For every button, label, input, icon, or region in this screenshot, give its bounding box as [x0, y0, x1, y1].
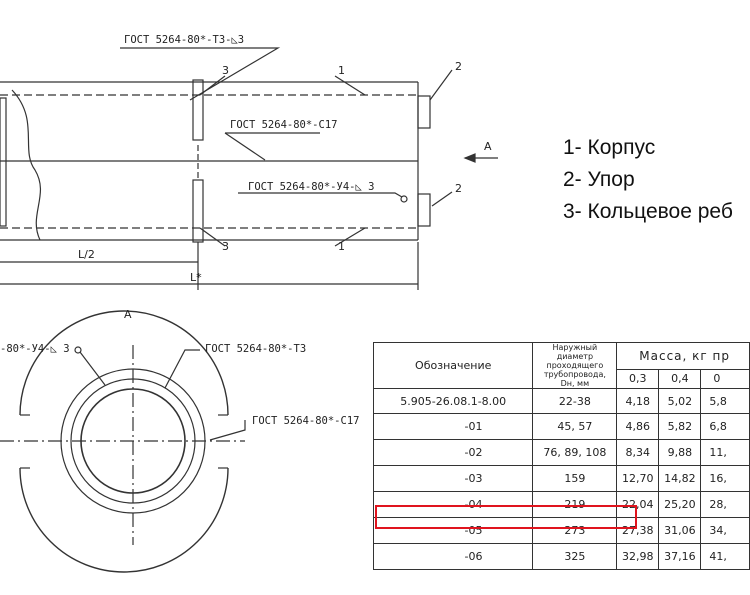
subheader-1: 0,3	[616, 368, 660, 390]
legend-item-body: 1- Корпус	[563, 136, 656, 159]
rib-bottom	[192, 179, 204, 243]
dim-half-label: L/2	[78, 248, 95, 261]
dim-full-label: L*	[190, 271, 202, 284]
spec-table: Обозначение Наружный диаметр проходящего…	[372, 342, 750, 570]
weld-label-mid: ГОСТ 5264-80*-С17	[230, 119, 337, 131]
arrow-a-label: A	[484, 140, 492, 153]
highlight-box	[375, 505, 637, 529]
break-line	[11, 89, 42, 241]
section-outer-bottom	[19, 467, 229, 573]
parts-legend: 1- Корпус 2- Упор 3- Кольцевое реб	[563, 132, 733, 228]
view-a-label: A	[124, 308, 132, 321]
table-row: -03 159 12,70 14,82 16,	[372, 465, 750, 492]
header-mass: Масса, кг пр	[616, 342, 750, 370]
section-weld-right: ГОСТ 5264-80*-С17	[252, 415, 359, 427]
table-row: -02 76, 89, 108 8,34 9,88 11,	[372, 439, 750, 466]
subheader-3: 0	[700, 368, 750, 390]
header-designation: Обозначение	[372, 342, 534, 389]
callout-3-top: 3	[222, 64, 229, 77]
legend-item-rib: 3- Кольцевое реб	[563, 200, 733, 223]
rib-top	[192, 79, 204, 141]
callout-1-top: 1	[338, 64, 345, 77]
table-row: -05 273 27,38 31,06 34,	[372, 517, 750, 544]
subheader-2: 0,4	[658, 368, 702, 390]
weld-label-top: ГОСТ 5264-80*-Т3-◺3	[124, 34, 244, 46]
section-weld-top: ГОСТ 5264-80*-Т3	[205, 343, 306, 355]
weld-label-lower: ГОСТ 5264-80*-У4-◺ 3	[248, 181, 374, 193]
callout-2-top: 2	[455, 60, 462, 73]
callout-3-bottom: 3	[222, 240, 229, 253]
legend-item-stop: 2- Упор	[563, 168, 635, 191]
stop-top	[417, 95, 431, 129]
callout-1-bottom: 1	[338, 240, 345, 253]
table-row: -06 325 32,98 37,16 41,	[372, 543, 750, 570]
callout-2-bottom: 2	[455, 182, 462, 195]
stop-bottom	[417, 193, 431, 227]
section-outer-top	[19, 310, 229, 416]
left-flange	[0, 97, 7, 227]
table-row: -01 45, 57 4,86 5,82 6,8	[372, 413, 750, 440]
header-diameter: Наружный диаметр проходящего трубопровод…	[532, 342, 618, 389]
section-weld-left: -80*-У4-◺ 3	[0, 343, 70, 355]
table-row: 5.905-26.08.1-8.00 22-38 4,18 5,02 5,8	[372, 388, 750, 414]
